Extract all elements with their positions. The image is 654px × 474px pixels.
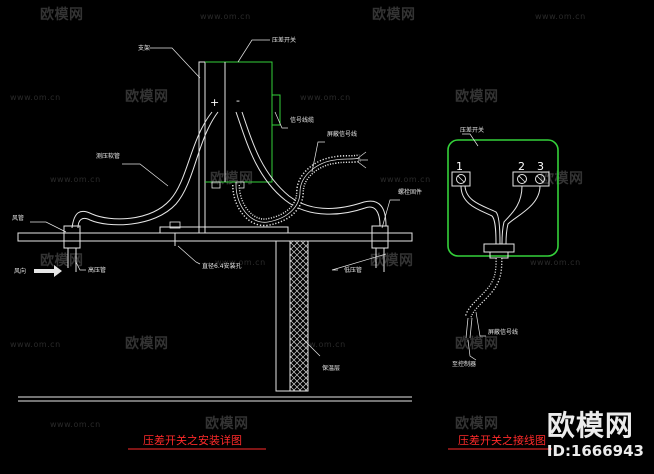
wind-arrow (34, 265, 62, 277)
low-pressure-fitting (371, 225, 389, 249)
brand-id: ID:1666943 (546, 442, 644, 460)
label-shielded-cable: 屏蔽信号线 (327, 130, 357, 138)
bracket-base (159, 226, 289, 234)
label-insulation: 保温层 (322, 364, 340, 372)
label-shielded-cable-right: 屏蔽信号线 (488, 328, 518, 336)
watermark-logo: 欧模网 (205, 416, 249, 432)
install-detail-caption: 压差开关之安装详图 (143, 434, 242, 447)
watermark-logo: 欧模网 (455, 336, 499, 352)
label-fixing-bolt: 螺栓固件 (398, 188, 422, 196)
terminal-label-3: 3 (537, 160, 544, 173)
install-detail: + - (12, 36, 422, 402)
watermark-logo: 欧模网 (370, 253, 414, 269)
wiring-detail: 1 2 3 压差开关 屏蔽信号线 至控制器 (447, 126, 559, 368)
support-column (275, 240, 291, 392)
high-pressure-fitting (63, 225, 81, 249)
label-low-pressure-pipe: 低压管 (344, 266, 362, 274)
plus-sign: + (210, 96, 219, 109)
label-switch: 压差开关 (460, 126, 484, 134)
label-pressure-hose: 测压软管 (96, 152, 120, 160)
watermark-url: www.om.cn (200, 12, 251, 21)
label-pressure-switch: 压差开关 (272, 36, 296, 44)
watermark-logo: 欧模网 (125, 336, 169, 352)
watermark-logo: 欧模网 (455, 416, 499, 432)
watermark-logo: 欧模网 (40, 253, 84, 269)
hose-left (71, 111, 213, 229)
watermark-logo: 欧模网 (372, 7, 416, 23)
brand-name: 欧模网 (546, 409, 634, 442)
label-mounting-hole: 直径6.4安装孔 (202, 262, 242, 270)
watermark-url: www.om.cn (215, 258, 266, 267)
terminal-label-1: 1 (456, 160, 463, 173)
watermark-logo: 欧模网 (210, 171, 254, 187)
label-bracket: 支架 (138, 44, 150, 52)
watermark-url: www.om.cn (530, 258, 581, 267)
insulation-column (289, 240, 309, 392)
watermark-logo: 欧模网 (40, 7, 84, 23)
minus-sign: - (236, 94, 240, 107)
terminal-2-3 (512, 171, 550, 187)
watermark-url: www.om.cn (10, 340, 61, 349)
watermark-logo: 欧模网 (125, 89, 169, 105)
label-signal-cable: 信号线缆 (290, 116, 314, 124)
watermark-url: www.om.cn (50, 175, 101, 184)
cable-gland (483, 243, 515, 253)
terminal-label-2: 2 (518, 160, 525, 173)
watermark-logo: 欧模网 (455, 89, 499, 105)
switch-enclosure (447, 139, 559, 257)
hose-right (235, 111, 381, 227)
label-high-pressure-pipe: 高压管 (88, 266, 106, 274)
brand-stamp: 欧模网 ID:1666943 (547, 404, 644, 460)
watermark-url: www.om.cn (380, 175, 431, 184)
watermark-url: www.om.cn (300, 93, 351, 102)
label-to-controller: 至控制器 (452, 360, 476, 368)
pressure-switch-box (205, 61, 273, 183)
watermark-url: www.om.cn (10, 93, 61, 102)
wiring-detail-caption: 压差开关之接线图 (458, 434, 546, 447)
air-duct-plate (17, 232, 413, 242)
label-wind-direction: 风向 (14, 267, 26, 275)
watermark-url: www.om.cn (535, 12, 586, 21)
watermark-url: www.om.cn (50, 420, 101, 429)
bracket (198, 61, 206, 234)
watermark-url: www.om.cn (295, 340, 346, 349)
watermark-logo: 欧模网 (540, 171, 584, 187)
label-air-duct: 风管 (12, 214, 24, 222)
